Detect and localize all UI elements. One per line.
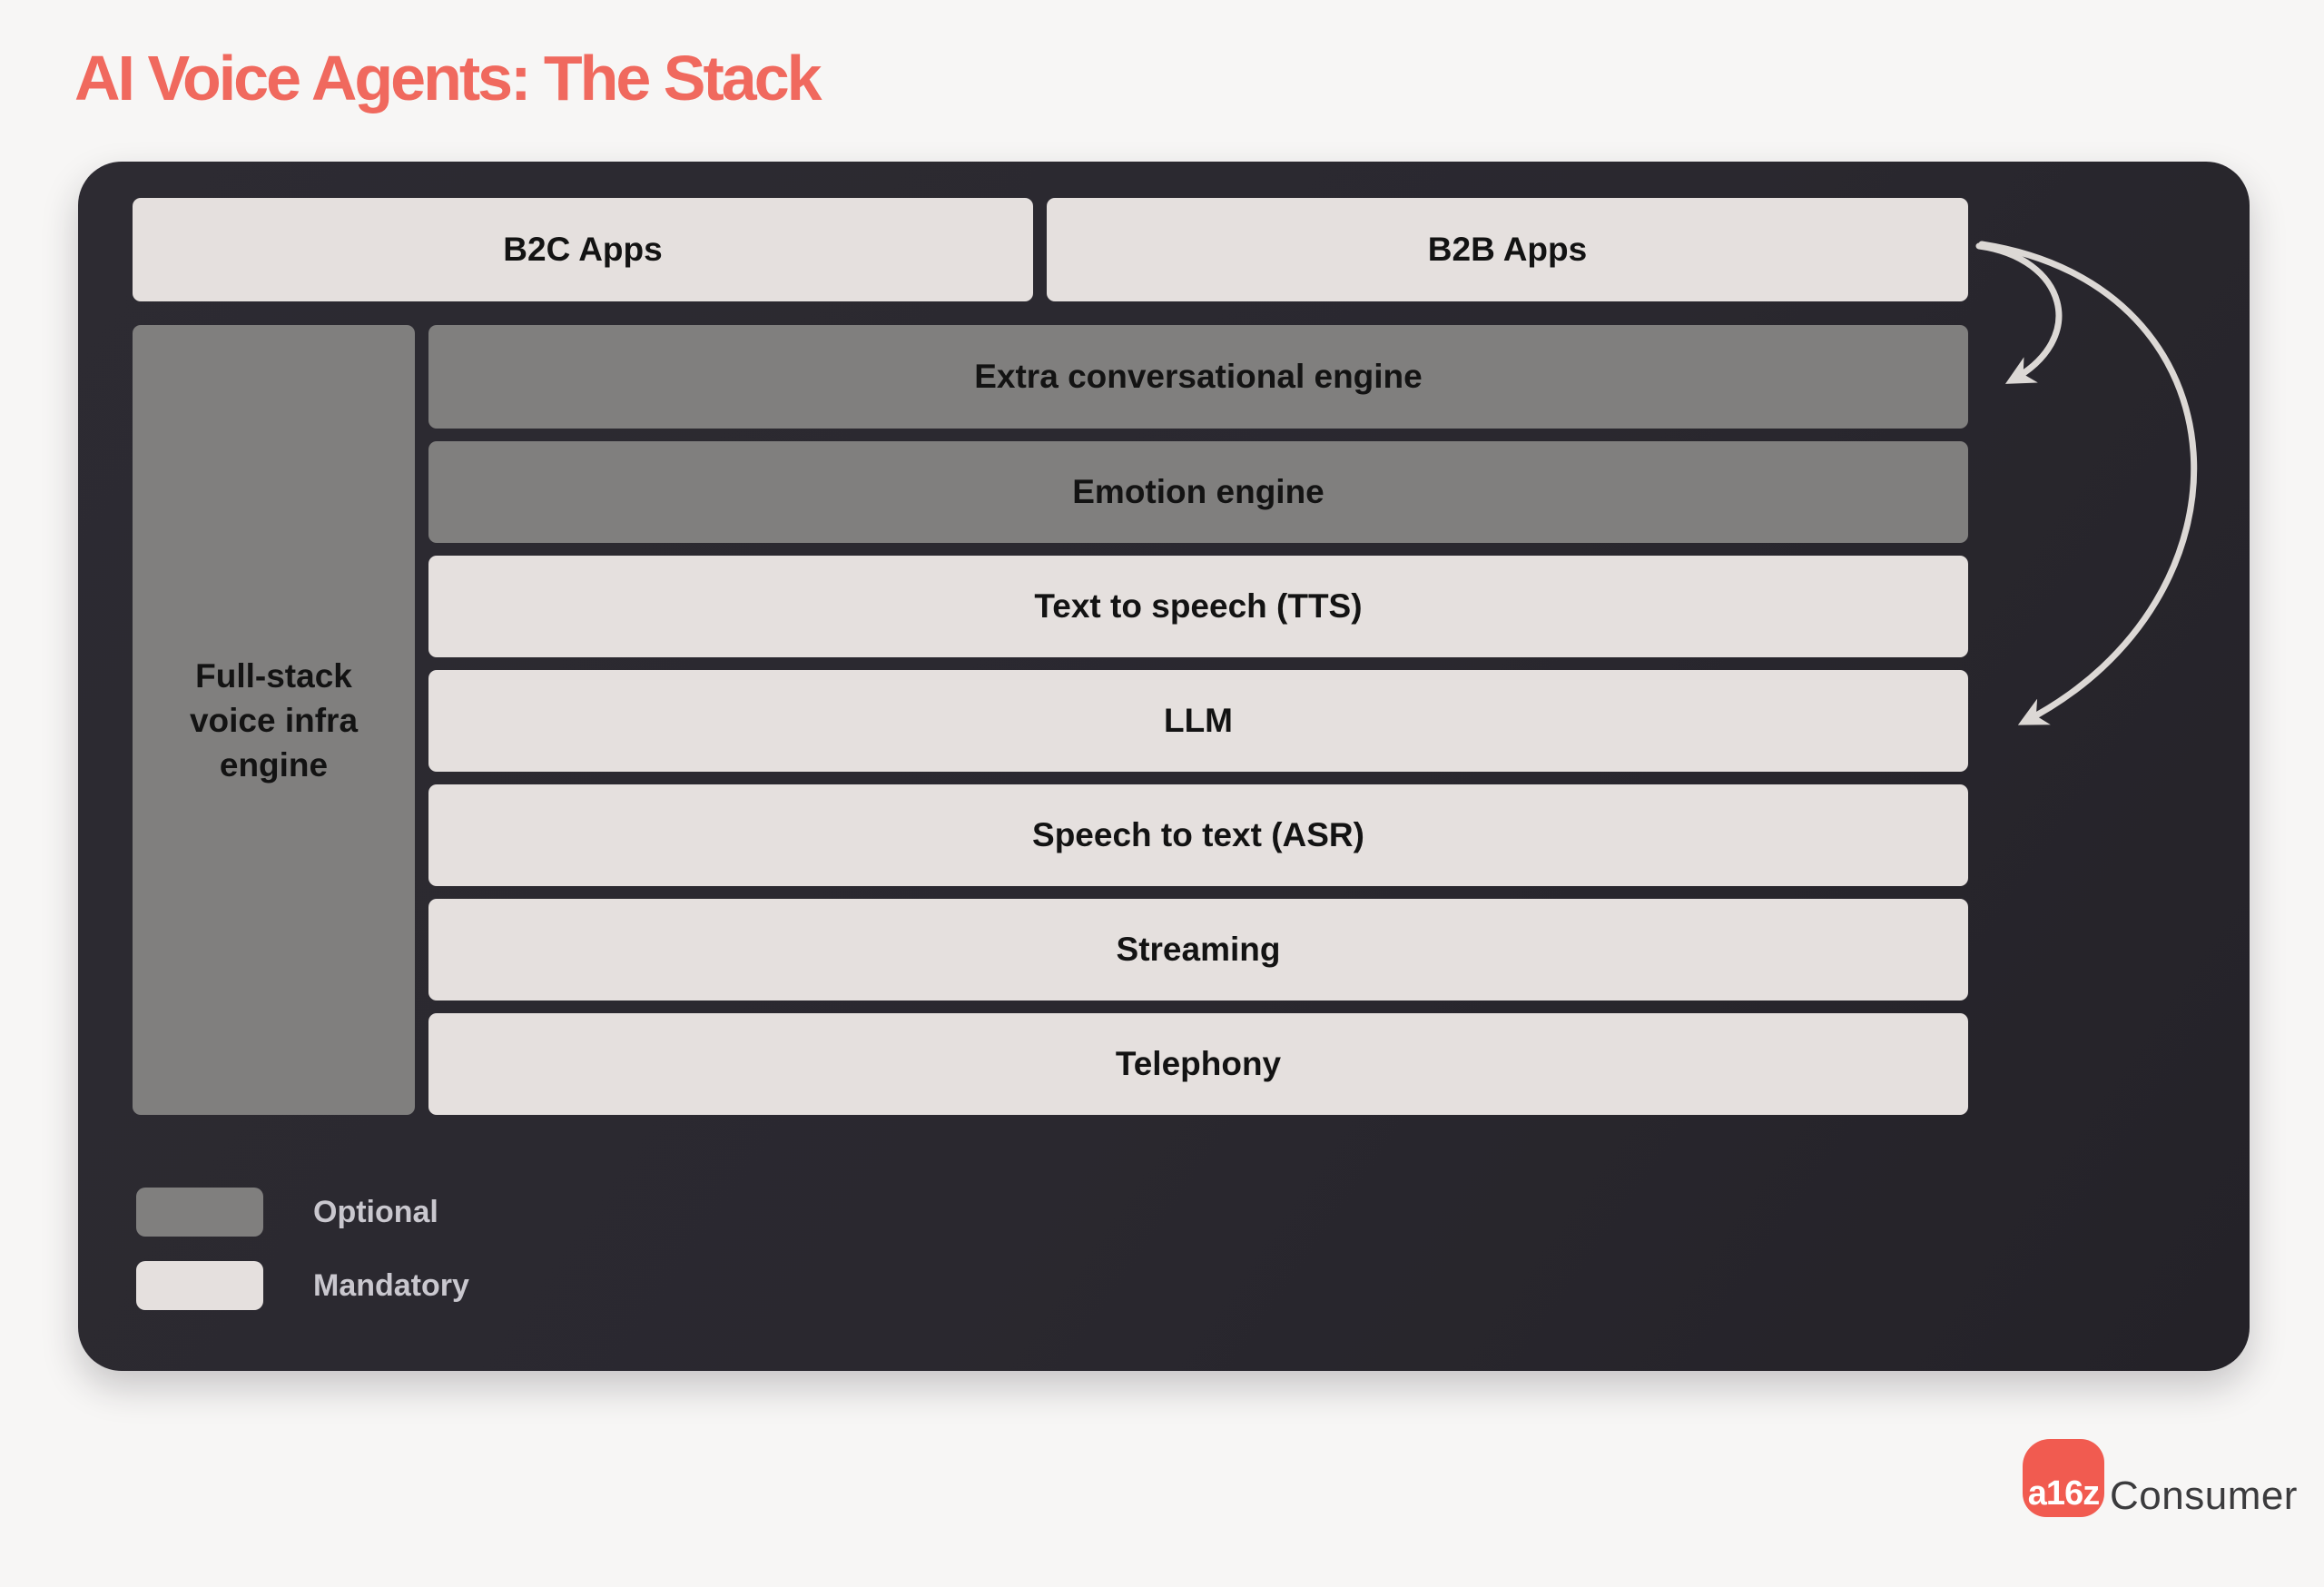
box-b2b-apps-label: B2B Apps <box>1427 231 1588 268</box>
page-title: AI Voice Agents: The Stack <box>74 43 822 113</box>
stack-row-emotion-engine: Emotion engine <box>428 441 1968 543</box>
legend-swatch-optional <box>136 1188 263 1237</box>
a16z-consumer-logo: a16z Consumer <box>2023 1439 2298 1517</box>
box-b2c-apps-label: B2C Apps <box>503 231 663 268</box>
stack-row-label: Speech to text (ASR) <box>1032 816 1364 853</box>
a16z-logo-suffix: Consumer <box>2110 1473 2298 1518</box>
stack-row-extra-conversational-engine: Extra conversational engine <box>428 325 1968 429</box>
stack-row-label: Text to speech (TTS) <box>1034 587 1363 625</box>
legend-label-optional: Optional <box>313 1194 438 1229</box>
box-full-stack-voice-infra-engine: Full-stack voice infra engine <box>133 325 415 1115</box>
legend-item-optional: Optional <box>136 1188 438 1237</box>
legend-swatch-mandatory <box>136 1261 263 1310</box>
stack-row-text-to-speech: Text to speech (TTS) <box>428 556 1968 657</box>
stack-row-llm: LLM <box>428 670 1968 772</box>
stack-row-label: Extra conversational engine <box>974 358 1423 395</box>
stack-row-label: Streaming <box>1116 931 1281 968</box>
stack-diagram-panel: B2C Apps B2B Apps Full-stack voice infra… <box>78 162 2250 1371</box>
legend-item-mandatory: Mandatory <box>136 1261 469 1310</box>
legend-label-mandatory: Mandatory <box>313 1267 469 1303</box>
infra-column-label: Full-stack voice infra engine <box>189 656 359 784</box>
stack-row-label: Emotion engine <box>1072 473 1324 510</box>
a16z-logo-mark: a16z <box>2023 1439 2104 1517</box>
box-b2c-apps: B2C Apps <box>133 198 1033 301</box>
stack-row-speech-to-text: Speech to text (ASR) <box>428 784 1968 886</box>
stack-row-label: Telephony <box>1115 1045 1282 1082</box>
stack-row-streaming: Streaming <box>428 899 1968 1000</box>
box-b2b-apps: B2B Apps <box>1047 198 1968 301</box>
stack-row-label: LLM <box>1163 702 1234 739</box>
stack-row-telephony: Telephony <box>428 1013 1968 1115</box>
a16z-logo-mark-text: a16z <box>2027 1474 2100 1513</box>
